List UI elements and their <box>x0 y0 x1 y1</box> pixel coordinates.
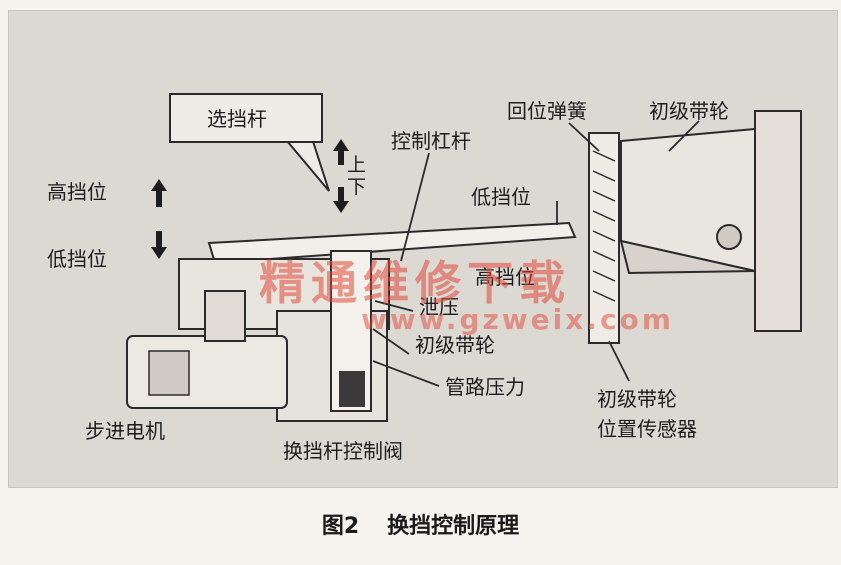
figure-title: 换挡控制原理 <box>387 514 520 539</box>
label-low-gear-left: 低挡位 <box>47 247 107 271</box>
up-arrow-left <box>151 179 167 191</box>
figure-number: 图2 <box>321 514 360 539</box>
label-up: 上 <box>347 154 367 176</box>
diagram-photo: 选挡杆 控制杠杆 回位弹簧 初级带轮 高挡位 低挡位 上 下 低挡位 高挡位 泄… <box>8 10 838 488</box>
label-line-pressure: 管路压力 <box>445 375 525 399</box>
label-stepper-motor: 步进电机 <box>85 419 165 443</box>
down-arrow-left <box>151 247 167 259</box>
label-primary-pulley-top: 初级带轮 <box>649 99 729 123</box>
control-lever-shape <box>207 221 577 265</box>
label-pulley-sensor-line1: 初级带轮 <box>597 387 677 411</box>
label-high-gear-right: 高挡位 <box>475 265 535 289</box>
watermark-text: 精通维修下载 <box>259 256 571 310</box>
gear-lever-callout: 选挡杆 <box>169 93 323 143</box>
label-pressure-release: 泄压 <box>419 295 459 319</box>
label-shift-valve: 换挡杆控制阀 <box>283 439 403 463</box>
label-primary-pulley-mid: 初级带轮 <box>415 333 495 357</box>
label-gear-lever: 选挡杆 <box>207 107 267 131</box>
label-control-lever: 控制杠杆 <box>391 129 471 153</box>
label-down: 下 <box>347 176 367 198</box>
label-low-gear-right: 低挡位 <box>471 185 531 209</box>
watermark-url: www.gzweix.com <box>361 303 674 336</box>
label-high-gear-left: 高挡位 <box>47 180 107 204</box>
label-return-spring: 回位弹簧 <box>507 99 587 123</box>
mechanism-drawing <box>9 11 837 487</box>
return-spring-shape <box>588 132 620 344</box>
figure-caption: 图2 换挡控制原理 <box>0 508 841 540</box>
label-pulley-sensor-line2: 位置传感器 <box>597 417 697 441</box>
